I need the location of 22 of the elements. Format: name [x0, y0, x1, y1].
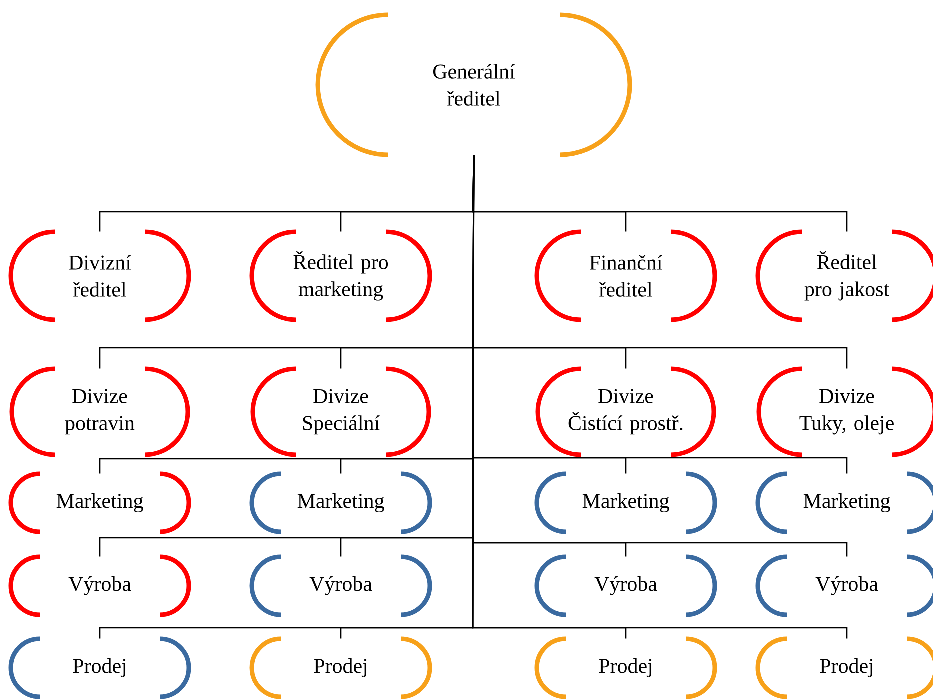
org-node: Prodej — [756, 636, 933, 700]
org-node: Divizní ředitel — [8, 230, 192, 322]
org-node: Finanční ředitel — [534, 230, 718, 322]
org-node: Divize Čistící prostř. — [536, 366, 716, 458]
connector-line — [472, 155, 848, 639]
org-node: Výroba — [534, 554, 718, 618]
org-node: Divize Speciální — [250, 366, 432, 458]
org-node: Výroba — [756, 554, 933, 618]
org-node: Generální ředitel — [316, 12, 632, 158]
org-node: Marketing — [534, 472, 718, 534]
org-node: Výroba — [8, 554, 192, 618]
org-node: Ředitel pro jakost — [756, 230, 933, 322]
org-node: Marketing — [756, 472, 933, 534]
org-node: Ředitel pro marketing — [250, 230, 432, 322]
org-node: Výroba — [250, 554, 432, 618]
org-node: Prodej — [534, 636, 718, 700]
org-node: Divize Tuky, oleje — [756, 366, 933, 458]
org-node: Prodej — [8, 636, 192, 700]
org-node: Marketing — [8, 472, 192, 534]
org-node: Marketing — [250, 472, 432, 534]
org-node: Divize potravin — [10, 366, 190, 458]
org-node: Prodej — [250, 636, 432, 700]
